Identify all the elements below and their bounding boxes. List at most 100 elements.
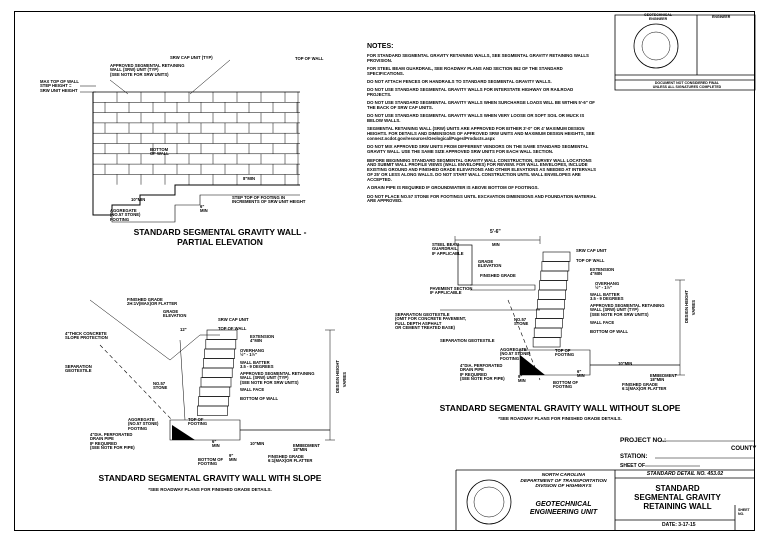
sheet-title: STANDARD SEGMENTAL GRAVITY RETAINING WAL… (634, 484, 721, 511)
slope-min9: 9" MIN (229, 453, 237, 463)
slope-bottom-footing: BOTTOM OF FOOTING (198, 457, 224, 467)
slope-varies: VARIES (342, 372, 347, 388)
slope-concrete: 4"THICK CONCRETE SLOPE PROTECTION (65, 331, 108, 341)
elev-6min-label: 6" MIN (200, 204, 208, 214)
noslope-finished-flat: FINISHED GRADE 6:1(MAX)OR FLATTER (622, 382, 667, 392)
noslope-varies: VARIES (691, 300, 696, 316)
noslope-embed: EMBEDMENT 18"MIN (650, 373, 677, 383)
engineer-label: ENGINEER (712, 15, 731, 19)
elevation-title: STANDARD SEGMENTAL GRAVITY WALL - PARTIA… (133, 227, 307, 247)
slope-finished-flat: FINISHED GRADE 6:1(MAX)OR FLATTER (268, 454, 313, 464)
slope-bottom: BOTTOM OF WALL (240, 396, 279, 401)
slope-drain: 4"DIA. PERFORATED DRAIN PIPE IF REQUIRED… (90, 432, 135, 451)
date-label: DATE: 3-17-15 (662, 522, 696, 528)
noslope-bottom: BOTTOM OF WALL (590, 329, 629, 334)
note-item: DO NOT MIX APPROVED SRW UNITS FROM DIFFE… (367, 144, 589, 155)
noslope-stone: NO.57 STONE (514, 317, 529, 327)
with-slope-drawing (89, 299, 335, 441)
note-item: BEFORE BEGINNING STANDARD SEGMENTAL GRAV… (367, 157, 596, 183)
slope-grade-elev: GRADE ELEVATION (163, 309, 187, 319)
noslope-min9: 9" MIN (518, 374, 526, 384)
slope-batter: WALL BATTER 3.5 - 9 DEGREES (240, 360, 274, 370)
noslope-wall-face: WALL FACE (590, 320, 615, 325)
elev-step-top-label: STEP TOP OF FOOTING IN INCREMENTS OF SRW… (232, 195, 306, 205)
sheet-of-label: SHEET OF (620, 463, 646, 469)
note-item: DO NOT USE STANDARD SEGMENTAL GRAVITY WA… (367, 87, 574, 98)
slope-stone: NO.57 STONE (153, 381, 168, 391)
srw-unit (205, 339, 237, 350)
elev-10min-label: 10"MIN (131, 197, 146, 202)
elev-bottom-of-wall-label: BOTTOM OF WALL (150, 147, 169, 157)
slope-wall-face: WALL FACE (240, 387, 265, 392)
slope-separation: SEPARATION GEOTEXTILE (65, 364, 92, 374)
noslope-finished: FINISHED GRADE (480, 273, 516, 278)
elev-approved-unit-label: APPROVED SEGMENTAL RETAINING WALL (SRW) … (110, 63, 185, 77)
note-item: DO NOT ATTACH FENCES OR HANDRAILS TO STA… (367, 79, 552, 85)
note-item: DO NOT USE STANDARD SEGMENTAL GRAVITY WA… (367, 100, 595, 111)
slope-design-height: DESIGN HEIGHT (335, 360, 340, 394)
noslope-batter: WALL BATTER 3.5 - 9 DEGREES (590, 292, 624, 302)
srw-unit (201, 367, 233, 378)
elev-aggregate-label: AGGREGATE (NO.57 STONE) FOOTING (110, 208, 141, 222)
noslope-design-height: DESIGN HEIGHT (684, 290, 689, 324)
slope-min6: 6" MIN (212, 439, 220, 449)
noslope-drain: 4"DIA. PERFORATED DRAIN PIPE IF REQUIRED… (460, 363, 505, 382)
noslope-top-footing: TOP OF FOOTING (555, 348, 575, 358)
note-item: DO NOT PLACE NO.57 STONE FOR FOOTINGS UN… (367, 193, 597, 204)
noslope-min: MIN (492, 242, 500, 247)
slope-embed: EMBEDMENT 18"MIN (293, 443, 320, 453)
note-item: FOR STEEL BEAM GUARDRAIL, SEE ROADWAY PL… (367, 66, 563, 77)
srw-unit (539, 280, 568, 291)
slope-top-footing: TOP OF FOOTING (188, 417, 208, 427)
slope-approved: APPROVED SEGMENTAL RETAINING WALL (SRW) … (240, 371, 315, 385)
notes-heading: NOTES: (367, 43, 394, 50)
slope-twelve: 12" (180, 327, 187, 332)
slope-min10: 10"MIN (250, 441, 265, 446)
noslope-min6: 6" MIN (577, 369, 585, 379)
elev-8min-label: 8"MIN (243, 176, 255, 181)
srw-unit (542, 251, 571, 262)
srw-unit (537, 299, 565, 310)
unit-name: GEOTECHNICAL ENGINEERING UNIT (529, 501, 598, 517)
elev-top-of-wall-label: TOP OF WALL (295, 56, 324, 61)
without-slope-drawing (440, 236, 685, 381)
drawing-border (14, 11, 755, 531)
srw-unit (536, 308, 564, 319)
without-slope-sub: *SEE ROADWAY PLANS FOR FINISHED GRADE DE… (498, 416, 622, 421)
slope-finished-grade: FINISHED GRADE 2H:1V(MAX)OR FLATTER (127, 297, 178, 307)
county-label: COUNTY (731, 446, 757, 452)
noslope-pavement: PAVEMENT SECTION IF APPLICABLE (430, 286, 473, 296)
srw-unit (533, 327, 562, 338)
srw-unit (197, 405, 228, 416)
slope-aggregate: AGGREGATE (NO.57 STONE) FOOTING (128, 417, 159, 431)
slope-cap: SRW CAP UNIT (218, 317, 249, 322)
noslope-dim: 5'-6" (490, 229, 501, 235)
slope-extension: EXTENSION 4"MIN (250, 334, 275, 344)
noslope-cap: SRW CAP UNIT (576, 248, 607, 253)
notes-block: NOTES: FOR STANDARD SEGMENTAL GRAVITY RE… (367, 43, 597, 208)
srw-unit (204, 348, 235, 359)
srw-unit (541, 261, 570, 272)
srw-unit (534, 318, 563, 329)
note-item: SEGMENTAL RETAINING WALL (SRW) UNITS ARE… (367, 126, 595, 142)
slope-top: TOP OF WALL (218, 326, 247, 331)
with-slope-title: STANDARD SEGMENTAL GRAVITY WALL WITH SLO… (98, 473, 322, 483)
title-block-lines (455, 14, 756, 531)
noslope-separation-omit: SEPARATION GEOTEXTILE (OMIT FOR CONCRETE… (395, 312, 467, 331)
detail-no: STANDARD DETAIL NO. 453.02 (646, 471, 724, 477)
srw-unit (538, 289, 566, 300)
srw-unit (540, 270, 569, 281)
noslope-grade-elev: GRADE ELEVATION (478, 259, 502, 269)
srw-unit (203, 358, 234, 369)
geotech-engineer-label: GEOTECHNICAL ENGINEER (644, 13, 672, 21)
with-slope-sub: *SEE ROADWAY PLANS FOR FINISHED GRADE DE… (148, 487, 272, 492)
slope-overhang: OVERHANG ½" - 1½" (240, 348, 265, 358)
elev-max-top-label: MAX TOP OF WALL STEP HEIGHT = SRW UNIT H… (40, 79, 79, 93)
note-item: DO NOT USE STANDARD SEGMENTAL GRAVITY WA… (367, 113, 585, 124)
noslope-approved: APPROVED SEGMENTAL RETAINING WALL (SRW) … (590, 303, 665, 317)
noslope-aggregate: AGGREGATE (NO.57 STONE) FOOTING (500, 347, 531, 361)
sheet-no-label: SHEET NO. (738, 508, 750, 516)
noslope-overhang: OVERHANG ½" - 1½" (595, 281, 620, 291)
noslope-min10: 10"MIN (618, 361, 633, 366)
partial-elevation-drawing (80, 59, 300, 223)
